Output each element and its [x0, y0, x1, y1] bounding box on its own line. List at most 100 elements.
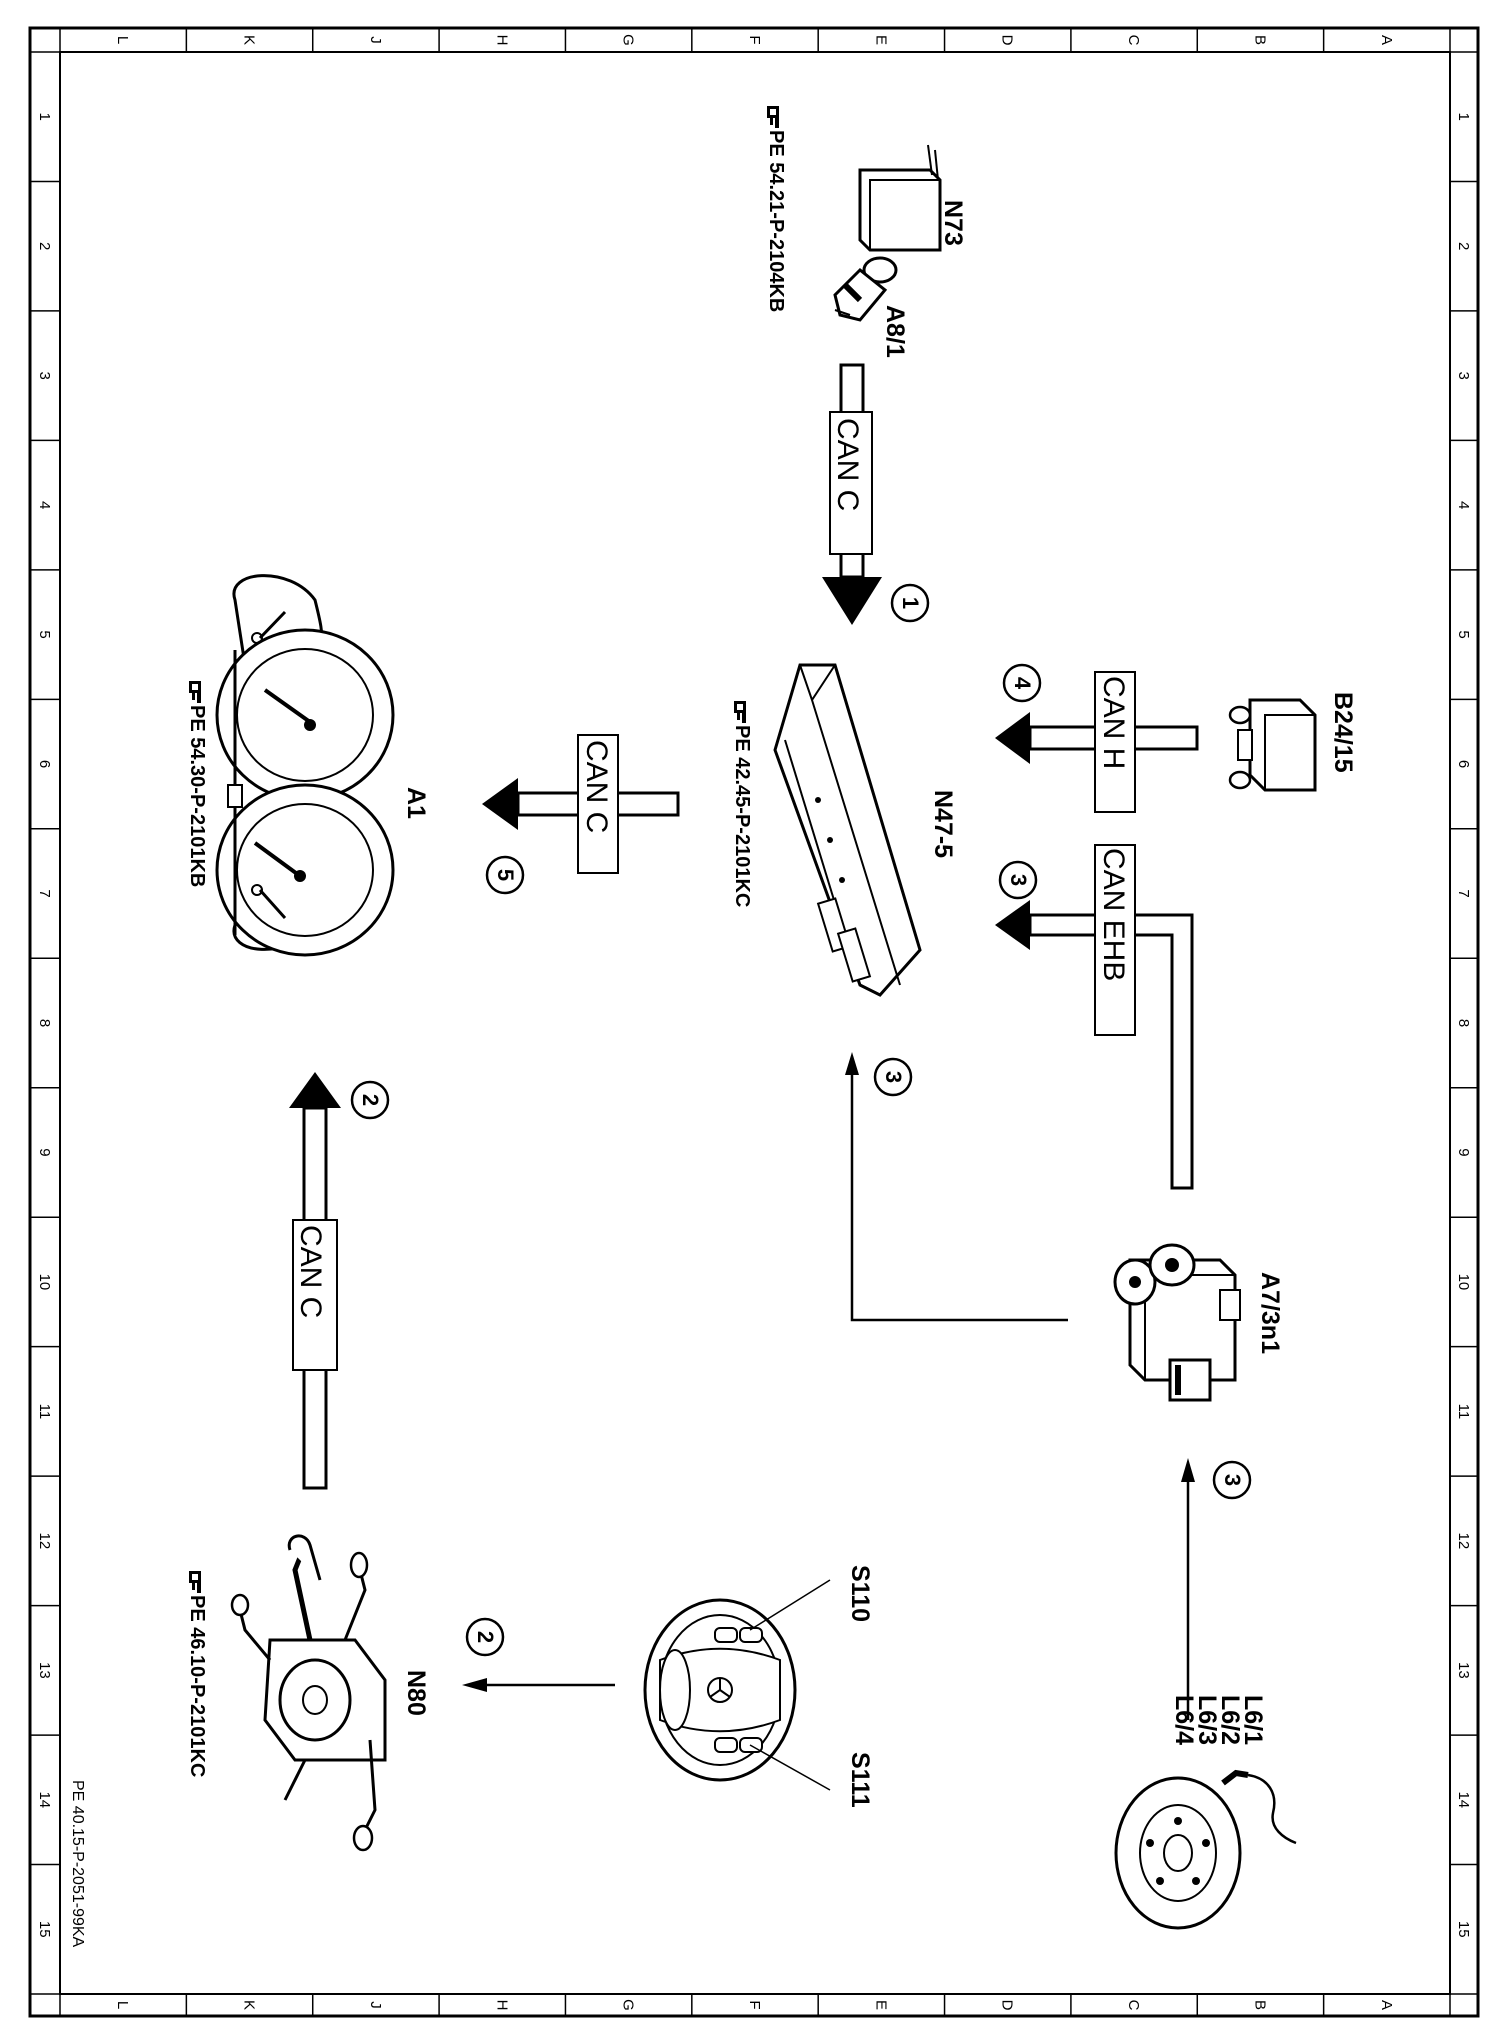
svg-text:2: 2	[473, 1631, 498, 1643]
column-letter: D	[999, 35, 1016, 46]
step-marker-5: 5	[485, 855, 525, 895]
a7-3n1-label: A7/3n1	[1256, 1272, 1284, 1354]
svg-text:5: 5	[493, 869, 518, 881]
row-number: 12	[36, 1533, 53, 1550]
row-number: 8	[36, 1019, 53, 1027]
row-number: 15	[36, 1921, 53, 1938]
column-letter: B	[1251, 35, 1268, 45]
row-number: 7	[1455, 889, 1472, 897]
row-number: 15	[1455, 1921, 1472, 1938]
n47-5-reference: PE 42.45-P-2101KC	[731, 725, 753, 907]
l6-labels: L6/1 L6/2 L6/3 L6/4	[1170, 1695, 1267, 1745]
row-number: 9	[1455, 1148, 1472, 1156]
column-letter: G	[620, 34, 637, 46]
column-letter: K	[241, 2000, 258, 2010]
column-letter: J	[367, 36, 384, 44]
svg-text:L6/1: L6/1	[1239, 1695, 1267, 1745]
svg-text:L6/4: L6/4	[1170, 1695, 1198, 1745]
n80-label: N80	[402, 1670, 430, 1716]
svg-text:L6/3: L6/3	[1193, 1695, 1221, 1745]
step-marker-1: 1	[890, 583, 930, 623]
row-number: 10	[36, 1274, 53, 1291]
step-marker-4: 4	[1002, 663, 1042, 703]
line-arrow-2b	[462, 1678, 615, 1692]
a1-instrument-cluster	[215, 574, 395, 957]
a1-reference: PE 54.30-P-2101KB	[186, 705, 208, 887]
n47-5-control-module	[773, 663, 922, 997]
can-c-arrow-1	[822, 363, 882, 625]
row-number: 13	[1455, 1662, 1472, 1679]
row-number: 4	[36, 501, 53, 509]
can-bus-label-1: CAN C	[831, 418, 864, 511]
can-bus-label-4: CAN H	[1097, 676, 1130, 769]
column-letter: E	[872, 35, 889, 45]
document-id: PE 40.15-P-2051-99KA	[69, 1780, 86, 1948]
svg-text:1: 1	[898, 597, 923, 609]
row-number: 2	[36, 242, 53, 250]
can-c-arrow-5	[482, 734, 680, 874]
step-marker-2a: 2	[350, 1080, 390, 1120]
row-number: 1	[1455, 113, 1472, 121]
row-number: 1	[36, 113, 53, 121]
column-letter: A	[1378, 35, 1395, 45]
column-letter: J	[367, 2001, 384, 2009]
a7-3n1-brake-unit	[1113, 1243, 1241, 1402]
row-number: 3	[36, 371, 53, 379]
column-letter: E	[872, 2000, 889, 2010]
column-letter: A	[1378, 2000, 1395, 2010]
row-number: 6	[36, 760, 53, 768]
row-number: 9	[36, 1148, 53, 1156]
pointing-hand-icon	[189, 1571, 201, 1593]
column-letter: H	[493, 35, 510, 46]
steering-wheel-buttons	[643, 1579, 831, 1791]
b24-15-label: B24/15	[1329, 692, 1357, 773]
column-letter: B	[1251, 2000, 1268, 2010]
step-marker-3b: 3	[873, 1057, 913, 1097]
pointing-hand-icon	[734, 701, 746, 723]
can-bus-label-5: CAN C	[580, 740, 613, 833]
svg-text:3: 3	[1006, 874, 1031, 886]
sheet-frame	[28, 26, 1480, 2018]
can-bus-label-3: CAN EHB	[1097, 848, 1130, 981]
b24-15-sensor	[1228, 698, 1317, 792]
s110-label: S110	[846, 1565, 874, 1622]
can-bus-label-2: CAN C	[294, 1225, 327, 1318]
n80-steering-column-module	[230, 1534, 387, 1852]
n73-label: N73	[939, 200, 967, 246]
n73-ignition-switch	[833, 144, 942, 322]
row-number: 12	[1455, 1533, 1472, 1550]
can-ehb-arrow-3	[995, 844, 1194, 1190]
row-number: 8	[1455, 1019, 1472, 1027]
row-number: 5	[1455, 630, 1472, 638]
s111-label: S111	[846, 1752, 874, 1808]
column-letter: H	[493, 2000, 510, 2011]
row-number: 11	[36, 1404, 53, 1420]
column-letter: L	[114, 36, 131, 44]
column-letter: L	[114, 2001, 131, 2009]
row-number: 6	[1455, 760, 1472, 768]
n73-reference: PE 54.21-P-2104KB	[765, 130, 787, 312]
column-letter: F	[746, 35, 763, 44]
svg-text:3: 3	[1220, 1474, 1245, 1486]
pointing-hand-icon	[767, 106, 779, 128]
can-c-arrow-2	[289, 1072, 341, 1490]
row-number: 13	[36, 1662, 53, 1679]
step-marker-2b: 2	[465, 1617, 505, 1657]
row-number: 14	[1455, 1791, 1472, 1808]
row-number: 11	[1455, 1404, 1472, 1420]
column-letter: F	[746, 2000, 763, 2009]
n80-reference: PE 46.10-P-2101KC	[186, 1595, 208, 1777]
column-letter: K	[241, 35, 258, 45]
row-number: 2	[1455, 242, 1472, 250]
row-number: 7	[36, 889, 53, 897]
column-letter: C	[1125, 2000, 1142, 2011]
svg-text:4: 4	[1010, 677, 1035, 690]
column-letter: C	[1125, 35, 1142, 46]
line-arrow-3c	[1181, 1458, 1195, 1720]
svg-text:L6/2: L6/2	[1216, 1695, 1244, 1745]
svg-text:2: 2	[358, 1094, 383, 1106]
row-number: 14	[36, 1791, 53, 1808]
